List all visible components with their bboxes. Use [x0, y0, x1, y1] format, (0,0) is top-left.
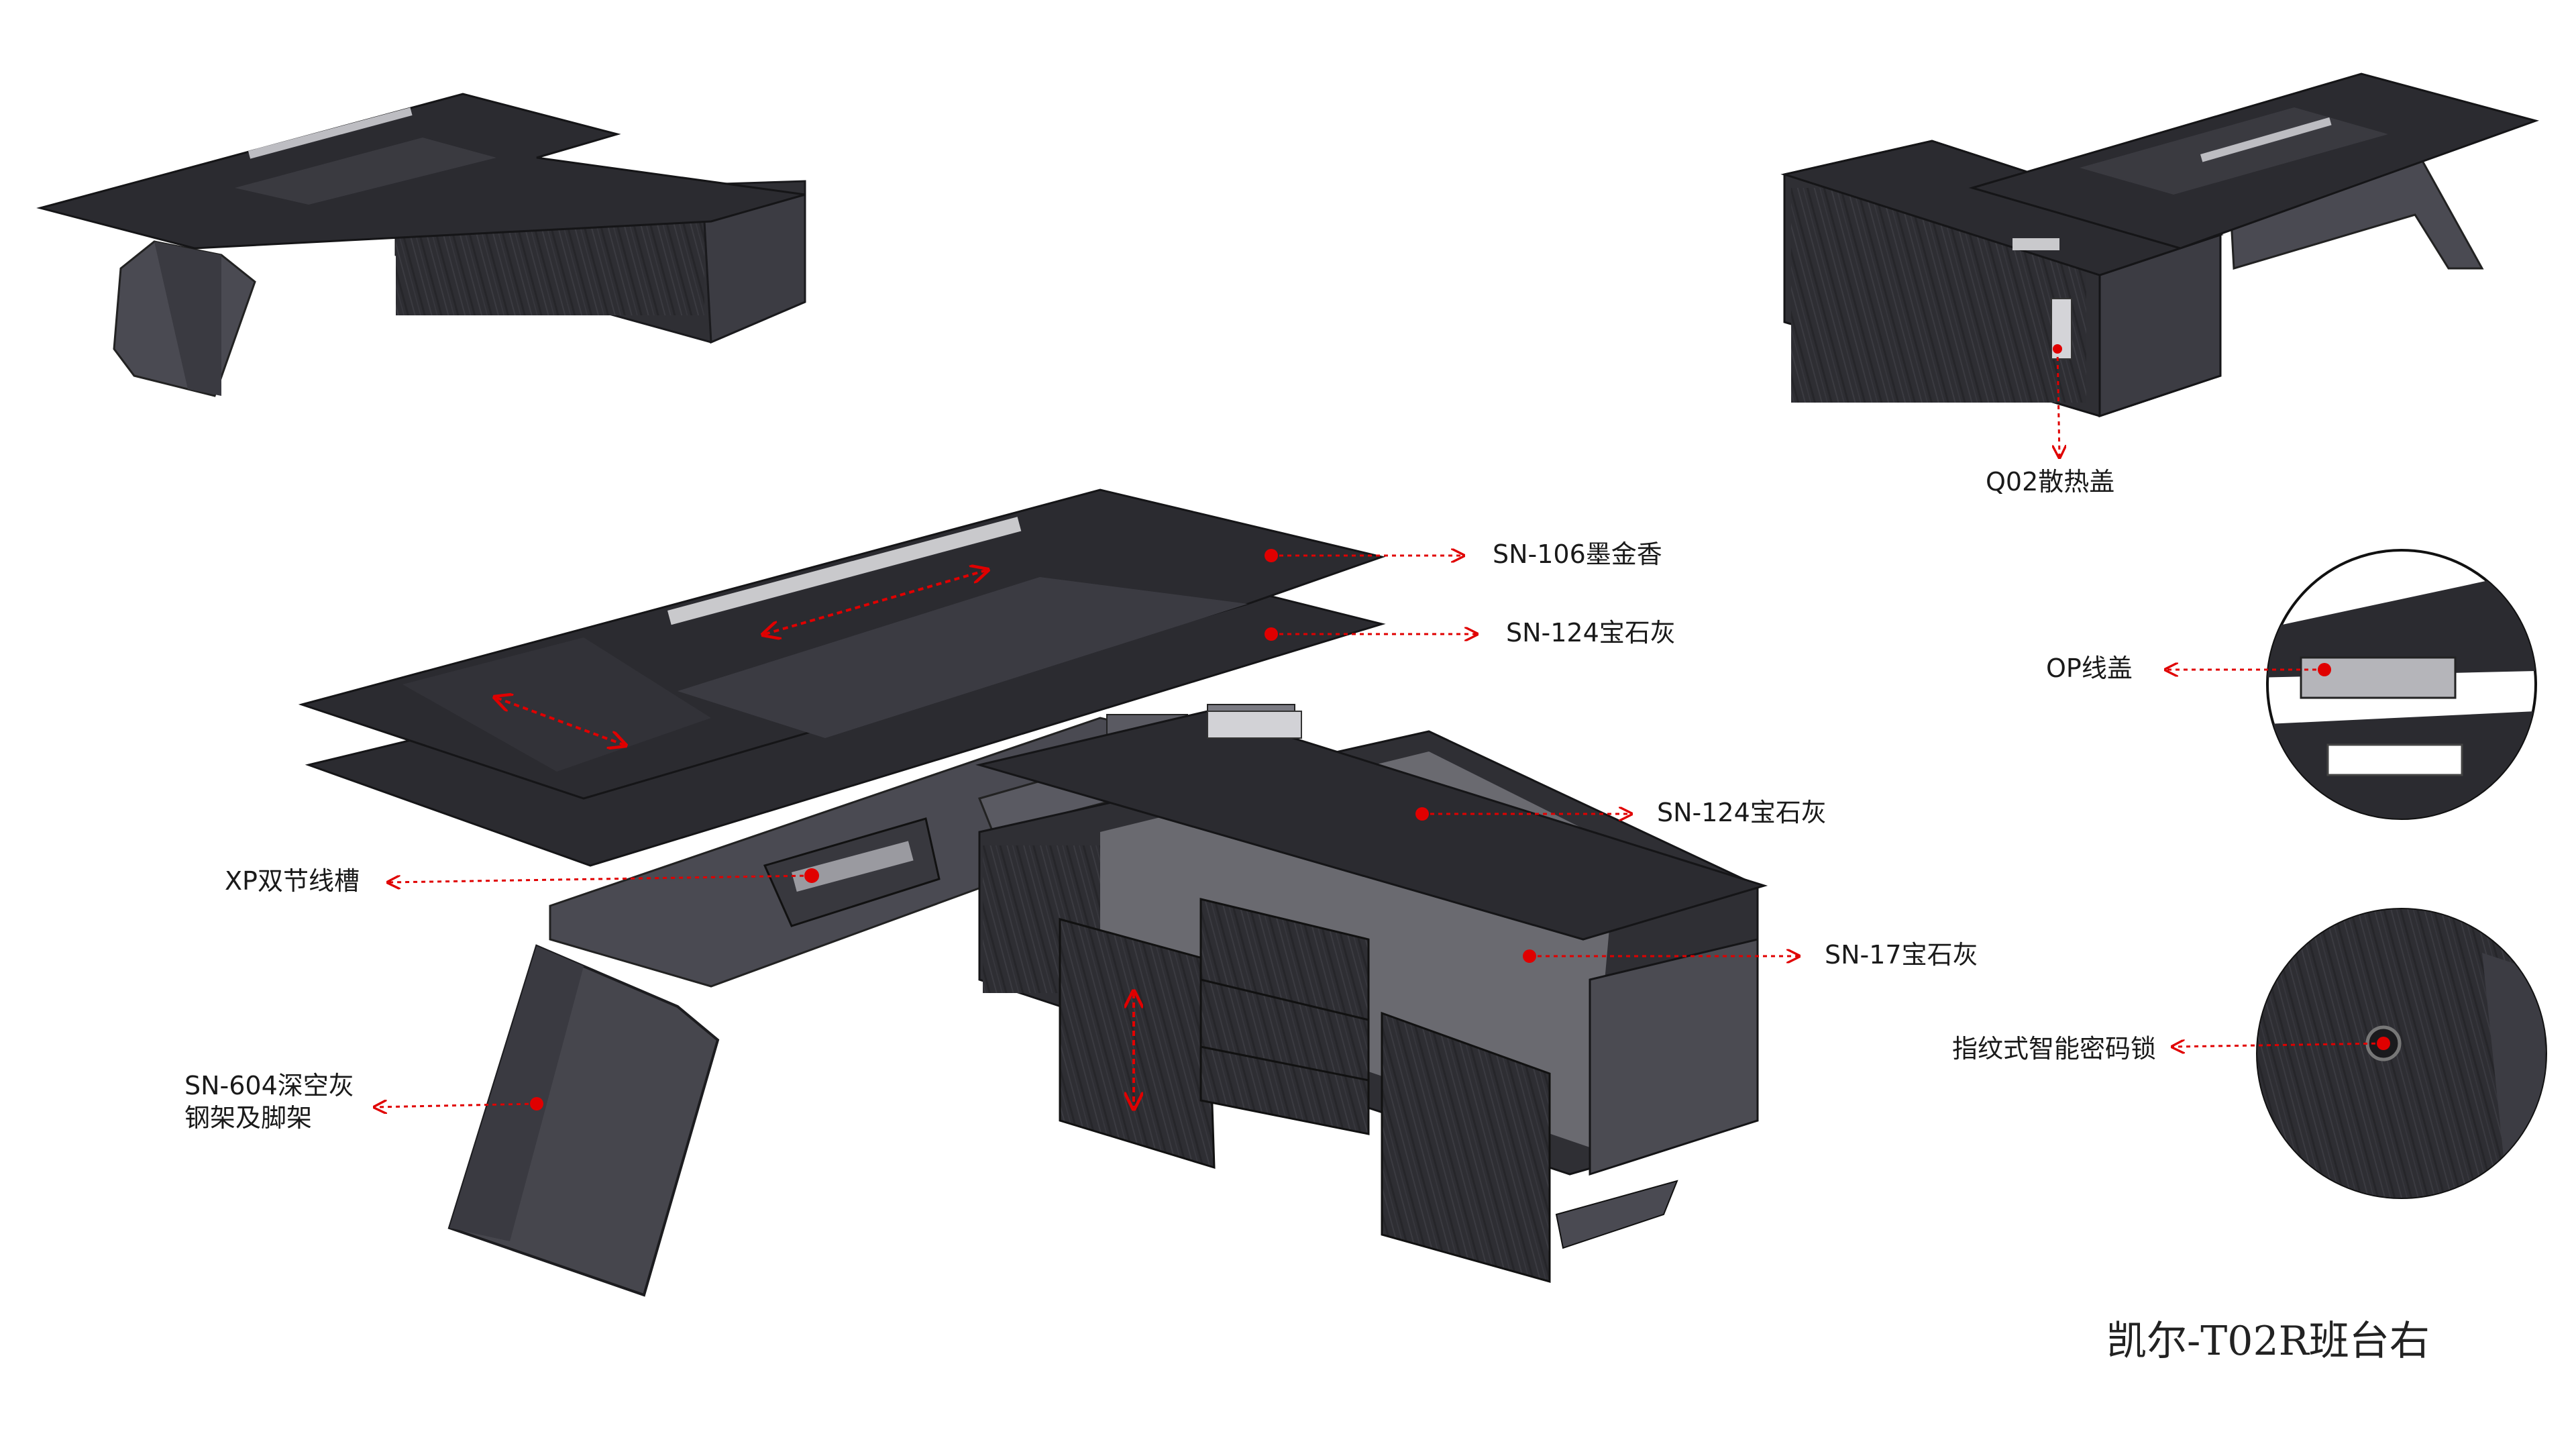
- label-cable-tray: XP双节线槽: [225, 866, 360, 896]
- label-cabinet-body: SN-17宝石灰: [1825, 940, 1978, 970]
- drawer-left: [1059, 918, 1216, 1170]
- label-leg-frame-line1: SN-604深空灰: [184, 1071, 354, 1100]
- exploded-view: [298, 488, 1768, 1297]
- diagram-title: 凯尔-T02R班台右: [2106, 1318, 2430, 1365]
- label-leg-frame-line2: 钢架及脚架: [184, 1102, 313, 1133]
- drawer-center: [1199, 898, 1370, 1135]
- assembled-view-left: [36, 93, 806, 397]
- label-fingerprint-lock: 指纹式智能密码锁: [1952, 1034, 2157, 1064]
- label-heat-cover: Q02散热盖: [1986, 467, 2115, 497]
- assembled-view-right: [1780, 72, 2540, 418]
- label-wire-cover: OP线盖: [2046, 654, 2133, 683]
- label-top-base: SN-124宝石灰: [1506, 618, 1676, 647]
- cabinet-top: [975, 710, 1768, 941]
- label-cabinet-top: SN-124宝石灰: [1657, 798, 1827, 827]
- detail-fingerprint-lock: [2256, 908, 2547, 1199]
- motion-arrows: [496, 570, 1134, 1107]
- label-leg-frame: SN-604深空灰 钢架及脚架: [184, 1070, 354, 1134]
- callout-lines: [376, 348, 2384, 1107]
- callout-dots: [530, 344, 2331, 1110]
- detail-wire-cover: [2266, 549, 2537, 820]
- label-top-veneer: SN-106墨金香: [1493, 539, 1662, 569]
- door-right: [1381, 1011, 1551, 1283]
